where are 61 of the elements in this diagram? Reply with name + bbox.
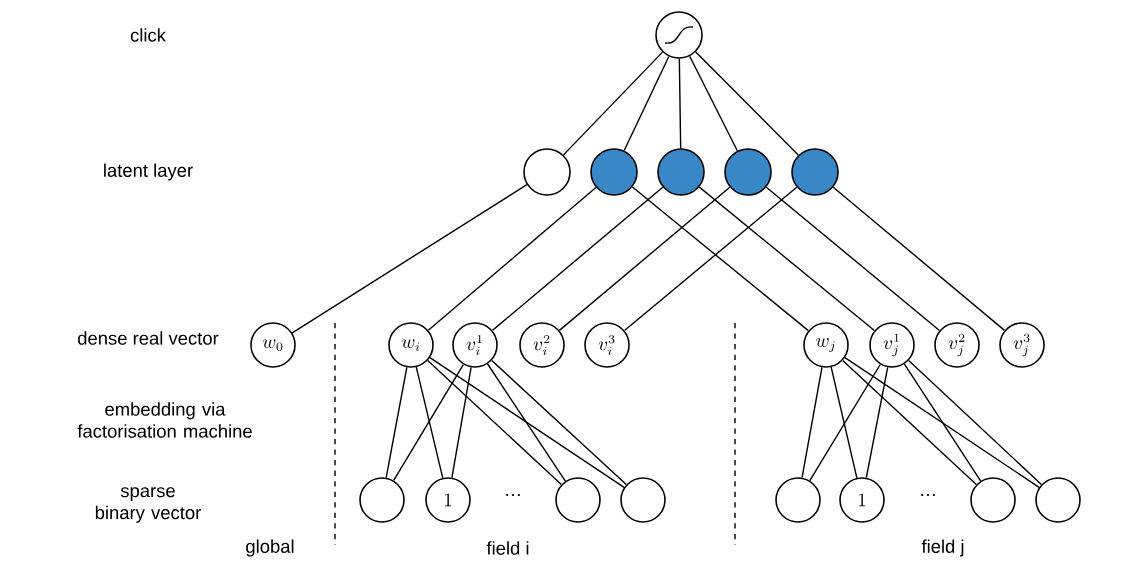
layer-label: sparse binary vector	[95, 487, 201, 523]
group-label: field j	[921, 539, 964, 557]
connection-line	[562, 51, 664, 156]
latent-node	[724, 148, 772, 196]
connection-line	[427, 359, 562, 486]
layer-label: embedding via factorisation machine	[77, 402, 252, 438]
input-node	[775, 477, 821, 523]
connection-line	[558, 186, 731, 332]
layer-label: dense real vector	[78, 331, 219, 345]
sigmoid-node	[655, 11, 703, 59]
latent-node	[523, 148, 571, 196]
connection-line	[842, 359, 977, 486]
input-node	[555, 477, 601, 523]
dense-node: $v_{i}^{1}$	[452, 322, 498, 368]
input-node: $1$	[839, 477, 885, 523]
layer-label: click	[130, 28, 166, 42]
input-node	[970, 477, 1016, 523]
dense-node: $w_{0}$	[250, 322, 296, 368]
dense-node: $w_{i}$	[388, 322, 434, 368]
connection-line	[689, 55, 738, 152]
connection-line	[865, 366, 889, 479]
dense-node: $v_{j}^{3}$	[999, 322, 1045, 368]
connection-line	[623, 55, 670, 152]
connection-line	[429, 356, 625, 489]
connection-line	[415, 366, 444, 479]
dense-node: $v_{j}^{1}$	[869, 322, 915, 368]
connection-line	[678, 58, 682, 149]
latent-node	[657, 148, 705, 196]
connection-line	[427, 186, 597, 331]
connection-line	[451, 366, 472, 479]
connection-line	[491, 186, 664, 332]
layer-label: latent layer	[104, 163, 193, 181]
group-label: global	[246, 539, 294, 557]
connection-line	[698, 186, 876, 332]
input-node	[620, 477, 666, 523]
connection-line	[393, 363, 464, 482]
latent-node	[590, 148, 638, 196]
connection-line	[844, 356, 1040, 489]
input-node	[359, 477, 405, 523]
input-node: $1$	[425, 477, 471, 523]
connection-line	[907, 359, 1043, 486]
dense-node: $v_{i}^{3}$	[584, 322, 630, 368]
connection-line	[903, 363, 982, 482]
ellipsis: …	[506, 494, 520, 496]
connection-line	[830, 366, 858, 479]
ellipsis: …	[921, 494, 935, 496]
latent-node	[791, 148, 839, 196]
connection-line	[801, 366, 823, 479]
connection-line	[486, 363, 567, 482]
group-label: field i	[486, 541, 529, 555]
connection-line	[291, 184, 528, 334]
input-node	[1035, 477, 1081, 523]
connection-line	[809, 363, 881, 482]
dense-node: $v_{j}^{2}$	[934, 322, 980, 368]
dense-node: $w_{j}$	[803, 322, 849, 368]
connection-line	[832, 186, 1006, 332]
connection-line	[491, 359, 627, 486]
dense-node: $v_{i}^{2}$	[519, 322, 565, 368]
connection-line	[695, 51, 799, 156]
connection-line	[765, 186, 941, 332]
connection-line	[385, 366, 408, 479]
